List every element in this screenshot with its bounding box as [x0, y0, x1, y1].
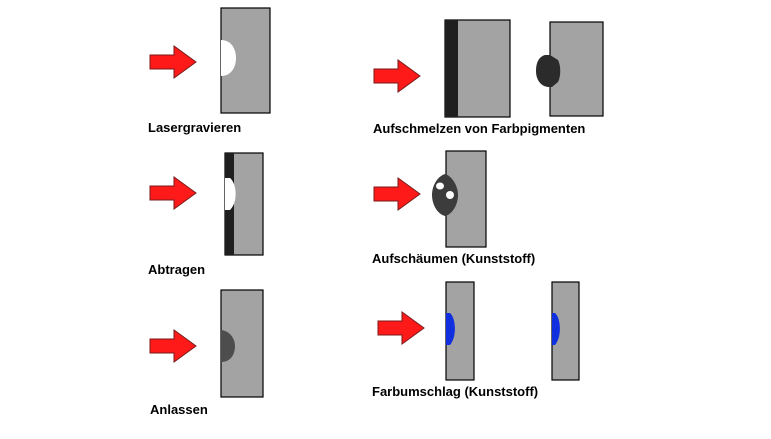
process-abtragen	[149, 152, 264, 256]
process-aufschaeumen	[373, 150, 487, 248]
color-change-zone	[446, 313, 455, 345]
melted-pigment	[536, 55, 561, 87]
engraved-cavity	[221, 40, 236, 76]
laser-arrow	[373, 177, 421, 211]
process-anlassen	[149, 289, 264, 398]
label-abtragen: Abtragen	[148, 262, 206, 277]
label-farbumschlag: Farbumschlag (Kunststoff)	[372, 384, 539, 399]
label-lasergravieren: Lasergravieren	[148, 120, 242, 135]
label-aufschmelzen: Aufschmelzen von Farbpigmenten	[373, 121, 586, 136]
laser-arrow	[377, 311, 425, 345]
laser-arrow	[149, 329, 197, 363]
label-aufschaeumen: Aufschäumen (Kunststoff)	[372, 251, 536, 266]
ablated-area	[225, 178, 236, 210]
annealing-mark	[221, 330, 235, 362]
process-lasergravieren	[149, 7, 271, 114]
laser-arrow	[149, 45, 197, 79]
gas-pore	[436, 182, 444, 190]
laser-arrow	[149, 176, 197, 210]
process-aufschmelzen	[373, 19, 604, 118]
process-farbumschlag	[377, 281, 580, 381]
laser-arrow	[373, 59, 421, 93]
color-change-zone	[552, 313, 560, 345]
gas-pore	[446, 191, 454, 199]
label-anlassen: Anlassen	[150, 402, 208, 417]
pigment-layer	[445, 20, 458, 117]
